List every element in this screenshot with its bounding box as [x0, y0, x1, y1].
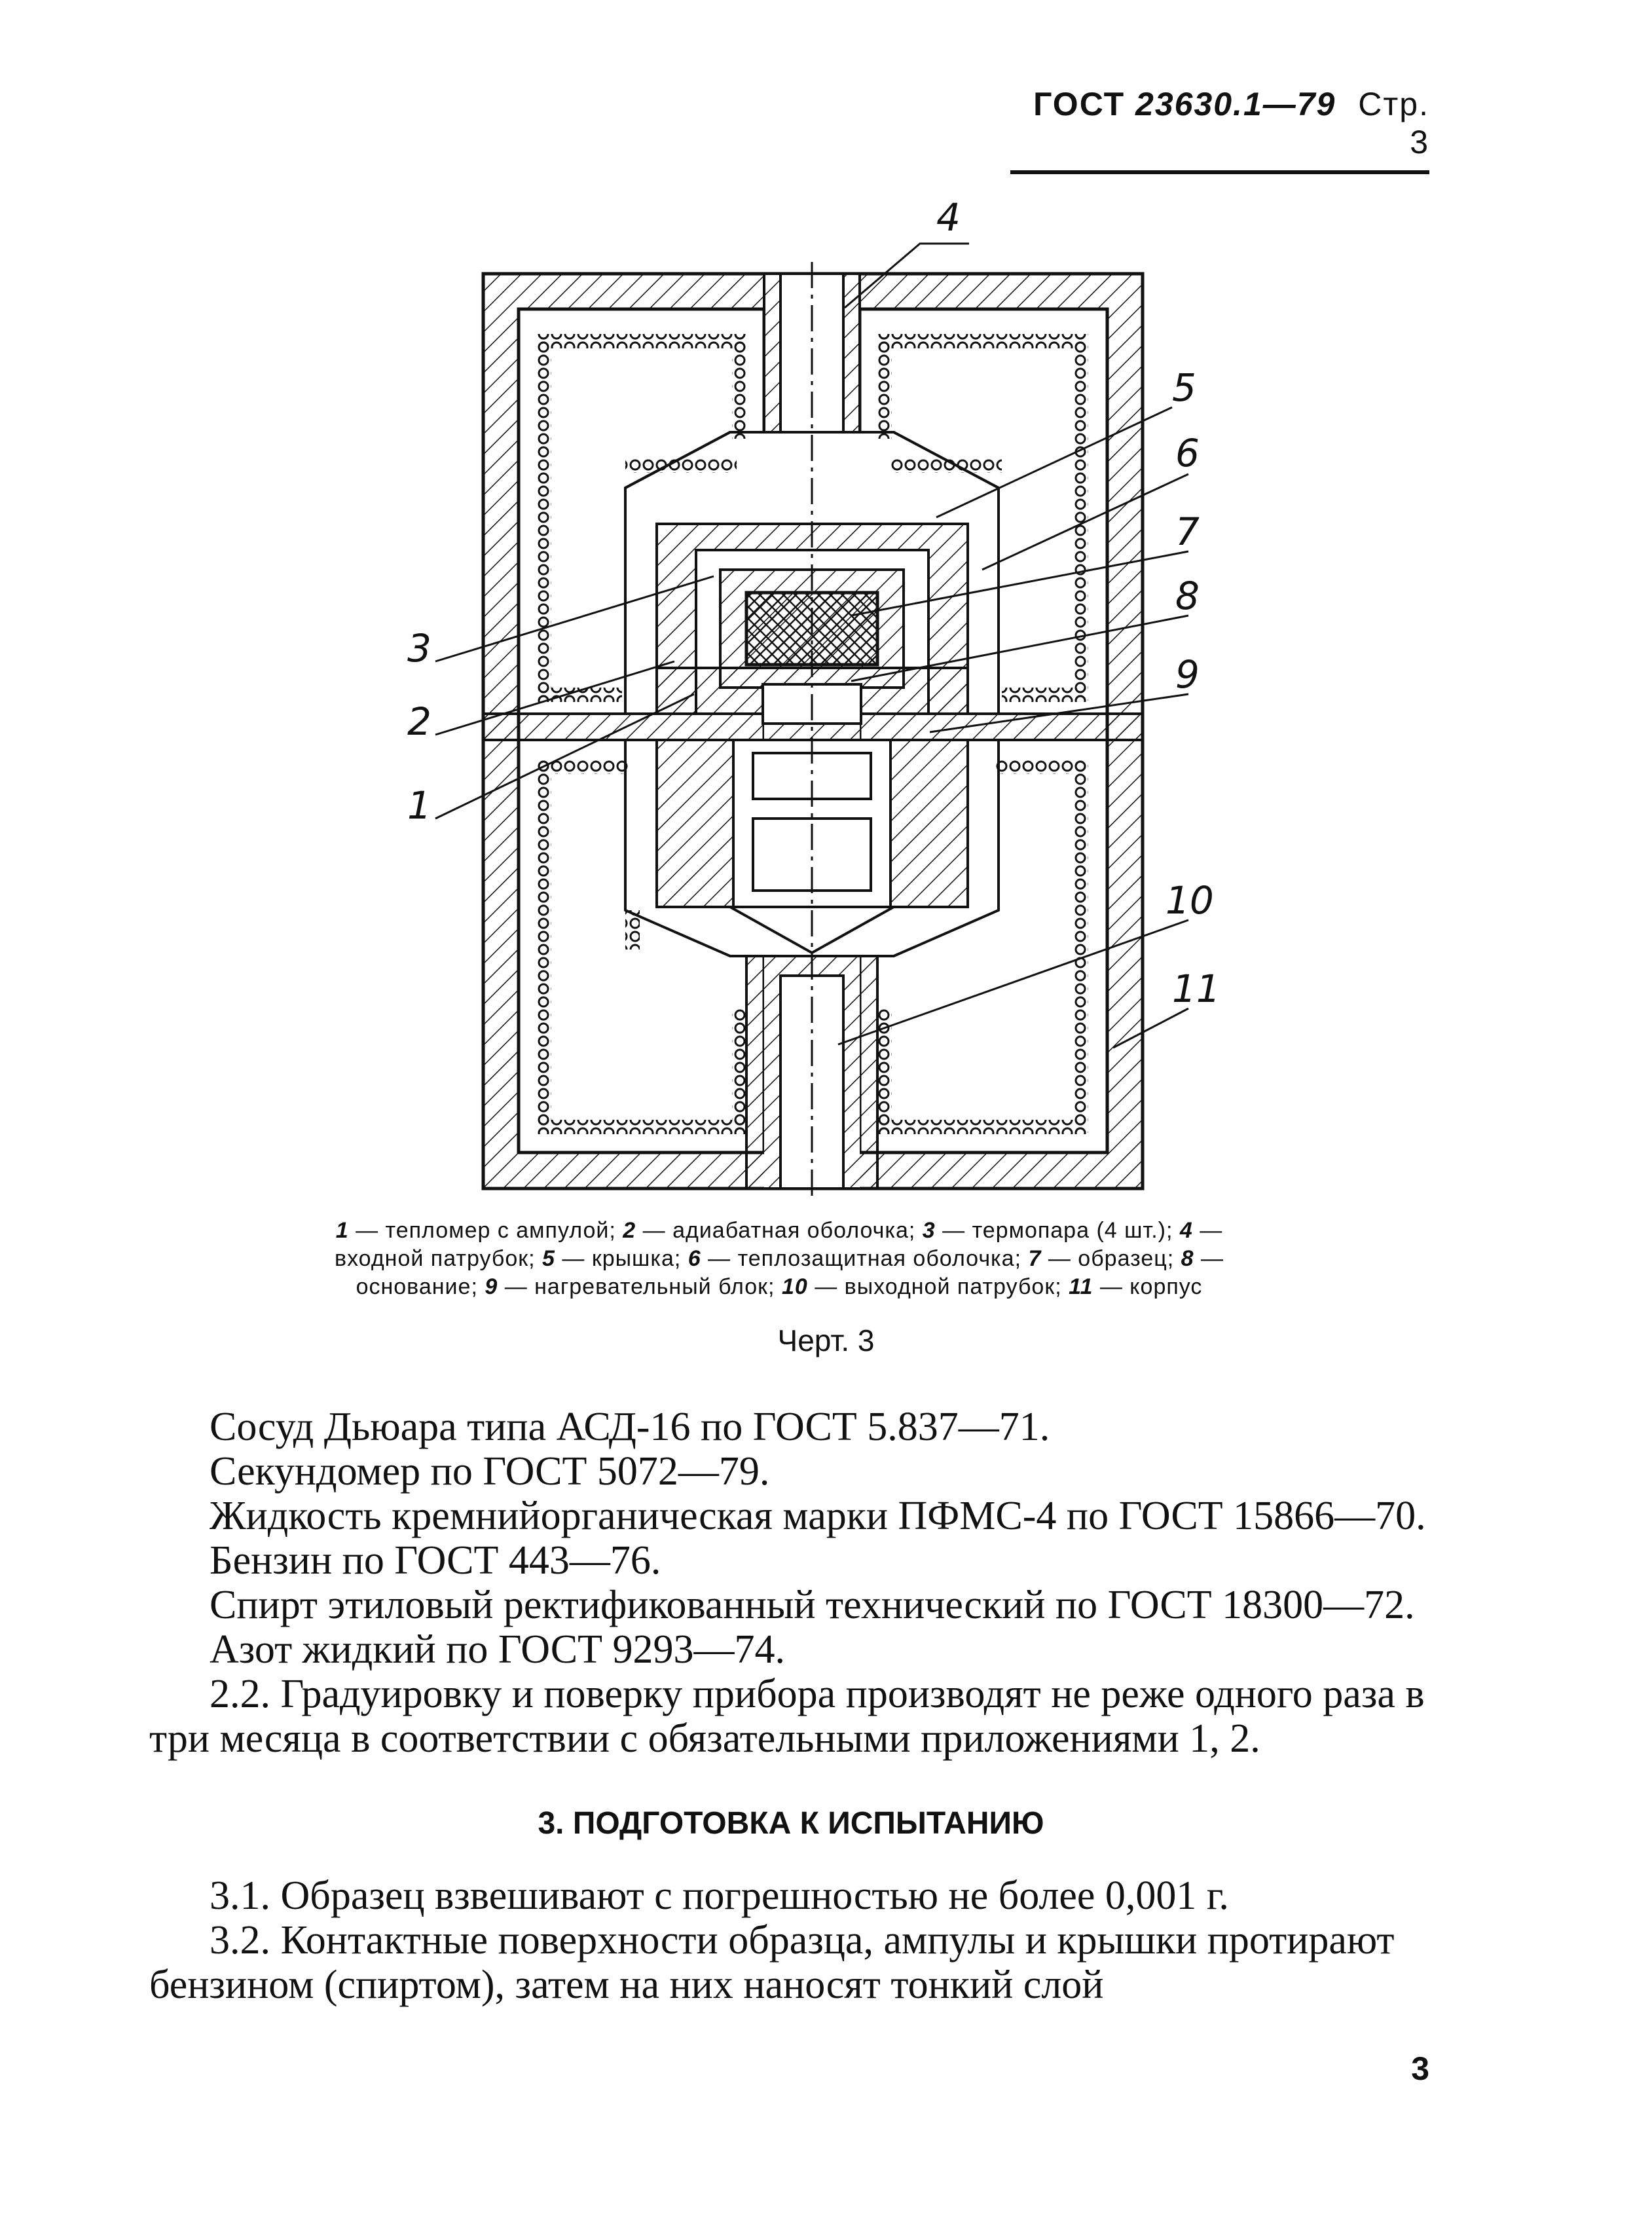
figure-title: Черт. 3	[777, 1323, 875, 1357]
page-number: 3	[1411, 2050, 1429, 2087]
paragraph: 2.2. Градуировку и поверку прибора произ…	[149, 1672, 1425, 1761]
label-2: 2	[407, 699, 431, 744]
figure-caption: 1 — тепломер с ампулой; 2 — адиабатная о…	[335, 1218, 1224, 1299]
coils-lower	[537, 760, 1088, 1134]
label-6: 6	[1175, 431, 1200, 475]
label-4: 4	[936, 195, 961, 240]
paragraph: 3.2. Контактные поверхности образца, амп…	[149, 1918, 1395, 2007]
coils-upper	[537, 334, 1088, 702]
label-10: 10	[1166, 878, 1214, 923]
label-7: 7	[1175, 509, 1200, 554]
header-standard: ГОСТ	[1033, 86, 1126, 122]
paragraph: Азот жидкий по ГОСТ 9293—74.	[210, 1627, 785, 1672]
apparatus-drawing: 4 5 6 7 8 9 10 11 3 2 1	[407, 195, 1221, 1202]
section-title: 3. ПОДГОТОВКА К ИСПЫТАНИЮ	[538, 1806, 1044, 1841]
paragraph: Сосуд Дьюара типа АСД-16 по ГОСТ 5.837—7…	[210, 1405, 1050, 1449]
label-3: 3	[407, 626, 431, 671]
paragraph: Бензин по ГОСТ 443—76.	[210, 1538, 661, 1583]
header-number: 23630.1—79	[1135, 86, 1336, 122]
label-9: 9	[1175, 652, 1200, 697]
label-5: 5	[1172, 365, 1196, 410]
label-8: 8	[1175, 574, 1200, 618]
paragraph: 3.1. Образец взвешивают с погрешностью н…	[210, 1873, 1229, 1918]
paragraph: Спирт этиловый ректификованный техническ…	[210, 1583, 1415, 1627]
page-header: ГОСТ 23630.1—79 Стр. 3	[1010, 85, 1429, 174]
label-11: 11	[1172, 967, 1221, 1011]
paragraph: Жидкость кремнийорганическая марки ПФМС-…	[210, 1494, 1426, 1538]
header-page: Стр. 3	[1358, 86, 1429, 160]
label-1: 1	[407, 783, 431, 828]
body-text: Сосуд Дьюара типа АСД-16 по ГОСТ 5.837—7…	[149, 1405, 1433, 2007]
paragraph: Секундомер по ГОСТ 5072—79.	[210, 1449, 770, 1494]
